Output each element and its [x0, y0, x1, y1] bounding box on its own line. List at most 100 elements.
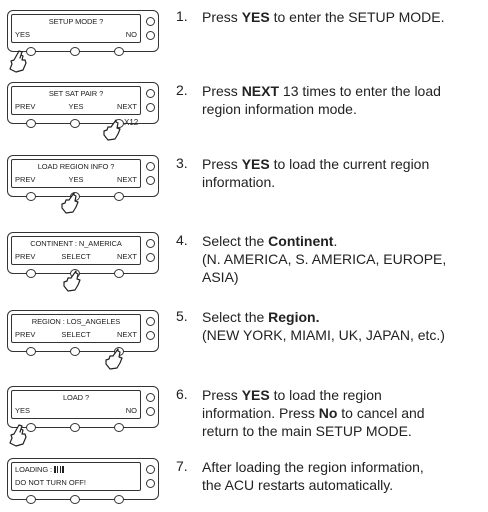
- control-panel: LOADING : DO NOT TURN OFF!: [7, 458, 159, 504]
- lcd-title: SETUP MODE ?: [48, 17, 104, 26]
- instruction-key: No: [318, 405, 338, 421]
- lcd-title: SET SAT PAIR ?: [48, 89, 104, 98]
- softkey-button-left[interactable]: [26, 47, 36, 56]
- pointing-hand-icon: [9, 424, 27, 447]
- softkey-right-label: NO: [125, 30, 137, 39]
- instruction-text: to cancel and: [337, 405, 425, 421]
- lcd-display: LOAD REGION INFO ? PREV YES NEXT: [11, 159, 141, 188]
- softkey-button-right[interactable]: [114, 47, 124, 56]
- softkey-button-right[interactable]: [114, 495, 124, 504]
- softkey-right-label: NEXT: [116, 330, 137, 339]
- lcd-softkey-row: PREV YES NEXT: [15, 175, 137, 185]
- softkey-left-label: YES: [15, 30, 31, 39]
- instruction-text: to load the current region: [269, 156, 430, 172]
- softkey-button-left[interactable]: [26, 347, 36, 356]
- lcd-title: LOAD ?: [62, 393, 90, 402]
- instruction-text: to enter the SETUP MODE.: [269, 9, 445, 25]
- step-number: 5.: [176, 308, 188, 324]
- side-button-lower[interactable]: [146, 331, 155, 340]
- softkey-left-label: YES: [15, 406, 31, 415]
- side-button-upper[interactable]: [146, 393, 155, 402]
- instruction-text: Press: [202, 387, 242, 403]
- lcd-title: REGION : LOS_ANGELES: [31, 317, 121, 326]
- pointing-hand-icon: [9, 50, 27, 73]
- side-button-lower[interactable]: [146, 253, 155, 262]
- softkey-button-center[interactable]: [70, 423, 80, 432]
- side-button-upper[interactable]: [146, 89, 155, 98]
- softkey-center-label: YES: [68, 175, 84, 184]
- lcd-title: CONTINENT : N_AMERICA: [30, 239, 122, 248]
- softkey-button-center[interactable]: [70, 347, 80, 356]
- side-button-upper[interactable]: [146, 317, 155, 326]
- side-button-upper[interactable]: [146, 465, 155, 474]
- softkey-right-label: NEXT: [116, 102, 137, 111]
- press-count-label: X12: [124, 118, 139, 127]
- softkey-center-label: YES: [68, 102, 84, 111]
- step-number: 3.: [176, 155, 188, 171]
- step-instruction: Press YES to load the current region inf…: [202, 155, 484, 191]
- softkey-button-center[interactable]: [70, 47, 80, 56]
- softkey-left-label: PREV: [15, 102, 36, 111]
- lcd-softkey-row: YES NO: [15, 406, 137, 416]
- side-button-upper[interactable]: [146, 239, 155, 248]
- instruction-text: Press: [202, 83, 242, 99]
- instruction-text: region information mode.: [202, 101, 357, 117]
- step-instruction: After loading the region information, th…: [202, 458, 484, 494]
- softkey-button-left[interactable]: [26, 495, 36, 504]
- lcd-warning-text: DO NOT TURN OFF!: [15, 478, 86, 487]
- side-button-upper[interactable]: [146, 162, 155, 171]
- side-button-lower[interactable]: [146, 103, 155, 112]
- control-panel: CONTINENT : N_AMERICA PREV SELECT NEXT: [7, 232, 159, 278]
- side-button-upper[interactable]: [146, 17, 155, 26]
- softkey-center-label: SELECT: [61, 330, 91, 339]
- instruction-key: YES: [241, 156, 270, 172]
- softkey-left-label: PREV: [15, 330, 36, 339]
- softkey-button-center[interactable]: [70, 495, 80, 504]
- control-panel: SET SAT PAIR ? PREV YES NEXT: [7, 82, 159, 128]
- instruction-text: information. Press: [202, 405, 319, 421]
- pointing-hand-icon: [61, 192, 79, 214]
- softkey-right-label: NO: [125, 406, 137, 415]
- control-panel: LOAD ? YES NO: [7, 386, 159, 432]
- lcd-display: CONTINENT : N_AMERICA PREV SELECT NEXT: [11, 236, 141, 265]
- softkey-button-left[interactable]: [26, 269, 36, 278]
- instruction-text: (NEW YORK, MIAMI, UK, JAPAN, etc.): [202, 327, 445, 343]
- step-number: 2.: [176, 82, 188, 98]
- step-number: 1.: [176, 8, 188, 24]
- side-button-lower[interactable]: [146, 407, 155, 416]
- instruction-text: Press: [202, 9, 242, 25]
- side-button-lower[interactable]: [146, 31, 155, 40]
- softkey-right-label: NEXT: [116, 175, 137, 184]
- softkey-button-center[interactable]: [70, 119, 80, 128]
- instruction-text: Press: [202, 156, 242, 172]
- instruction-text: Select the: [202, 233, 269, 249]
- step-instruction: Press YES to load the region information…: [202, 386, 484, 440]
- lcd-display: LOADING : DO NOT TURN OFF!: [11, 462, 141, 491]
- softkey-button-right[interactable]: [114, 423, 124, 432]
- lcd-message-row: DO NOT TURN OFF!: [15, 478, 137, 488]
- step-number: 7.: [176, 458, 188, 474]
- pointing-hand-icon: [105, 348, 123, 370]
- softkey-button-right[interactable]: [114, 269, 124, 278]
- instruction-text: (N. AMERICA, S. AMERICA, EUROPE,: [202, 251, 447, 267]
- lcd-softkey-row: PREV SELECT NEXT: [15, 252, 137, 262]
- lcd-softkey-row: PREV SELECT NEXT: [15, 330, 137, 340]
- step-instruction: Select the Continent. (N. AMERICA, S. AM…: [202, 232, 484, 286]
- softkey-button-left[interactable]: [26, 423, 36, 432]
- instruction-key: NEXT: [241, 83, 280, 99]
- instruction-key: Continent: [268, 233, 334, 249]
- instruction-key: Region.: [268, 309, 320, 325]
- side-button-lower[interactable]: [146, 176, 155, 185]
- instruction-text: 13 times to enter the load: [279, 83, 441, 99]
- side-button-lower[interactable]: [146, 479, 155, 488]
- instruction-text: information.: [202, 174, 276, 190]
- softkey-button-left[interactable]: [26, 192, 36, 201]
- control-panel: LOAD REGION INFO ? PREV YES NEXT: [7, 155, 159, 201]
- softkey-left-label: PREV: [15, 175, 36, 184]
- lcd-display: SETUP MODE ? YES NO: [11, 14, 141, 43]
- softkey-button-right[interactable]: [114, 192, 124, 201]
- softkey-button-left[interactable]: [26, 119, 36, 128]
- loading-progress-bars: [54, 466, 65, 475]
- instruction-text: the ACU restarts automatically.: [202, 477, 394, 493]
- step-instruction: Press NEXT 13 times to enter the load re…: [202, 82, 484, 118]
